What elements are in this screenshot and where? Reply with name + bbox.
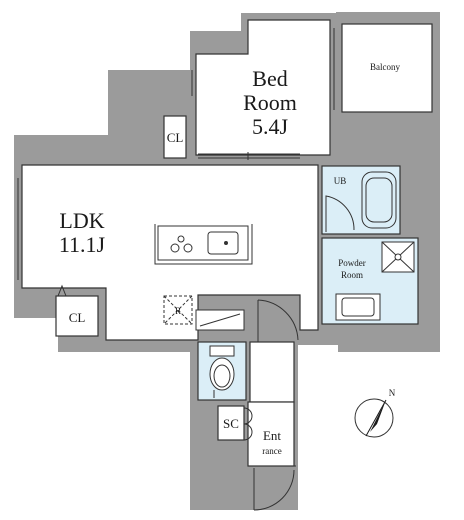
entrance-floor [247,401,295,467]
shoe-closet-floor [217,405,245,441]
closet-top-floor [163,115,187,159]
ldk-window [17,178,23,280]
shoe-closet-label: SC [223,416,239,431]
room-floors [21,19,433,467]
sc-door [243,407,253,441]
room-labels: Bed Room 5.4J Balcony LDK 11.1J CL CL UB… [59,62,401,456]
fridge-label: R [175,306,181,316]
closet-bottom-label: CL [69,310,86,325]
closet-top-label: CL [167,130,184,145]
fridge-space [163,295,245,331]
bedroom-label-line2: Room [243,90,297,115]
balcony-floor [341,23,433,113]
closet-bottom-floor [55,295,99,337]
balcony-label: Balcony [370,62,400,72]
powder-label-line1: Powder [338,258,366,268]
compass-circle [354,398,394,438]
bedroom-sliding-door [198,152,300,160]
unit-bath-label: UB [334,176,347,186]
hall-floor [249,341,295,403]
toilet-icon [209,345,235,398]
stove-icon [170,235,193,253]
compass: N [354,388,396,438]
sink-icon [207,231,239,255]
powder-fixtures [335,241,415,321]
bedroom-label-line1: Bed [252,66,287,91]
kitchen [154,224,253,265]
ldk-door [257,299,299,342]
bedroom-size: 5.4J [252,114,289,139]
powder-label-line2: Room [341,270,363,280]
ldk-size: 11.1J [59,232,106,257]
bedroom-window [329,28,335,110]
compass-north-label: N [389,388,396,398]
bathtub [325,171,397,232]
entrance-door [250,465,296,511]
entrance-label-line2: rance [262,446,281,456]
entrance-label-line1: Ent [263,428,281,443]
bedroom-floor [195,19,331,156]
ldk-label: LDK [59,208,104,233]
closet-bottom-door [57,284,67,297]
